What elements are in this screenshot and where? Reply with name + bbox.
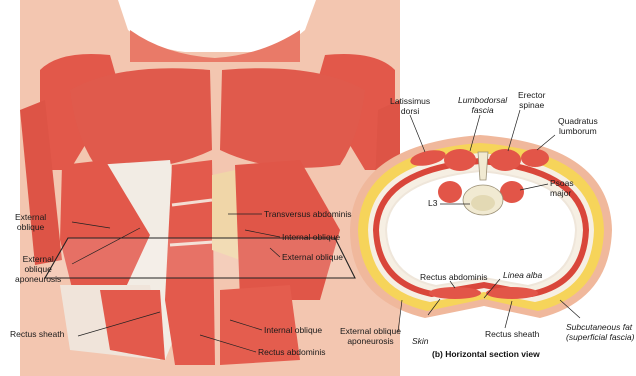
section-erector-spinae-right [489,149,521,171]
label-section-rectus-sheath: Rectus sheath [485,329,539,339]
label-section-rectus-abdominis: Rectus abdominis [420,272,488,282]
section-rectus-left [429,287,481,299]
section-erector-spinae-left [444,149,476,171]
section-vertebra-core [471,195,495,211]
label-transversus-abdominis: Transversus abdominis [264,209,352,219]
label-psoas-major: Psoas major [550,178,574,198]
label-rectus-sheath: Rectus sheath [10,329,64,339]
label-internal-oblique: Internal oblique [282,232,340,242]
label-lumbodorsal-fascia: Lumbodorsal fascia [458,95,507,115]
section-psoas-right [500,181,524,203]
label-linea-alba: Linea alba [503,270,542,280]
section-rectus-right [486,287,538,299]
label-latissimus-dorsi: Latissimus dorsi [390,96,430,116]
label-l3: L3 [428,198,437,208]
label-rectus-abdominis: Rectus abdominis [258,347,326,357]
section-vertebra-process [478,152,488,180]
caption-horizontal-section-view: (b) Horizontal section view [432,349,540,359]
left-pectoral [70,68,212,168]
label-erector-spinae: Erector spinae [518,90,545,110]
label-skin: Skin [412,336,429,346]
label-external-oblique-right: External oblique [282,252,343,262]
section-quadratus-lumborum [521,149,549,167]
section-psoas-left [438,181,462,203]
right-pectoral [220,68,365,168]
label-section-external-oblique-aponeurosis: External oblique aponeurosis [340,326,401,346]
anterior-torso-illustration [20,0,400,376]
label-quadratus-lumborum: Quadratus lumborum [558,116,598,136]
label-internal-oblique-lower: Internal oblique [264,325,322,335]
label-external-oblique-aponeurosis: External oblique aponeurosis [15,254,61,284]
label-subcutaneous-fat: Subcutaneous fat (superficial fascia) [566,322,635,342]
label-external-oblique: External oblique [15,212,46,232]
